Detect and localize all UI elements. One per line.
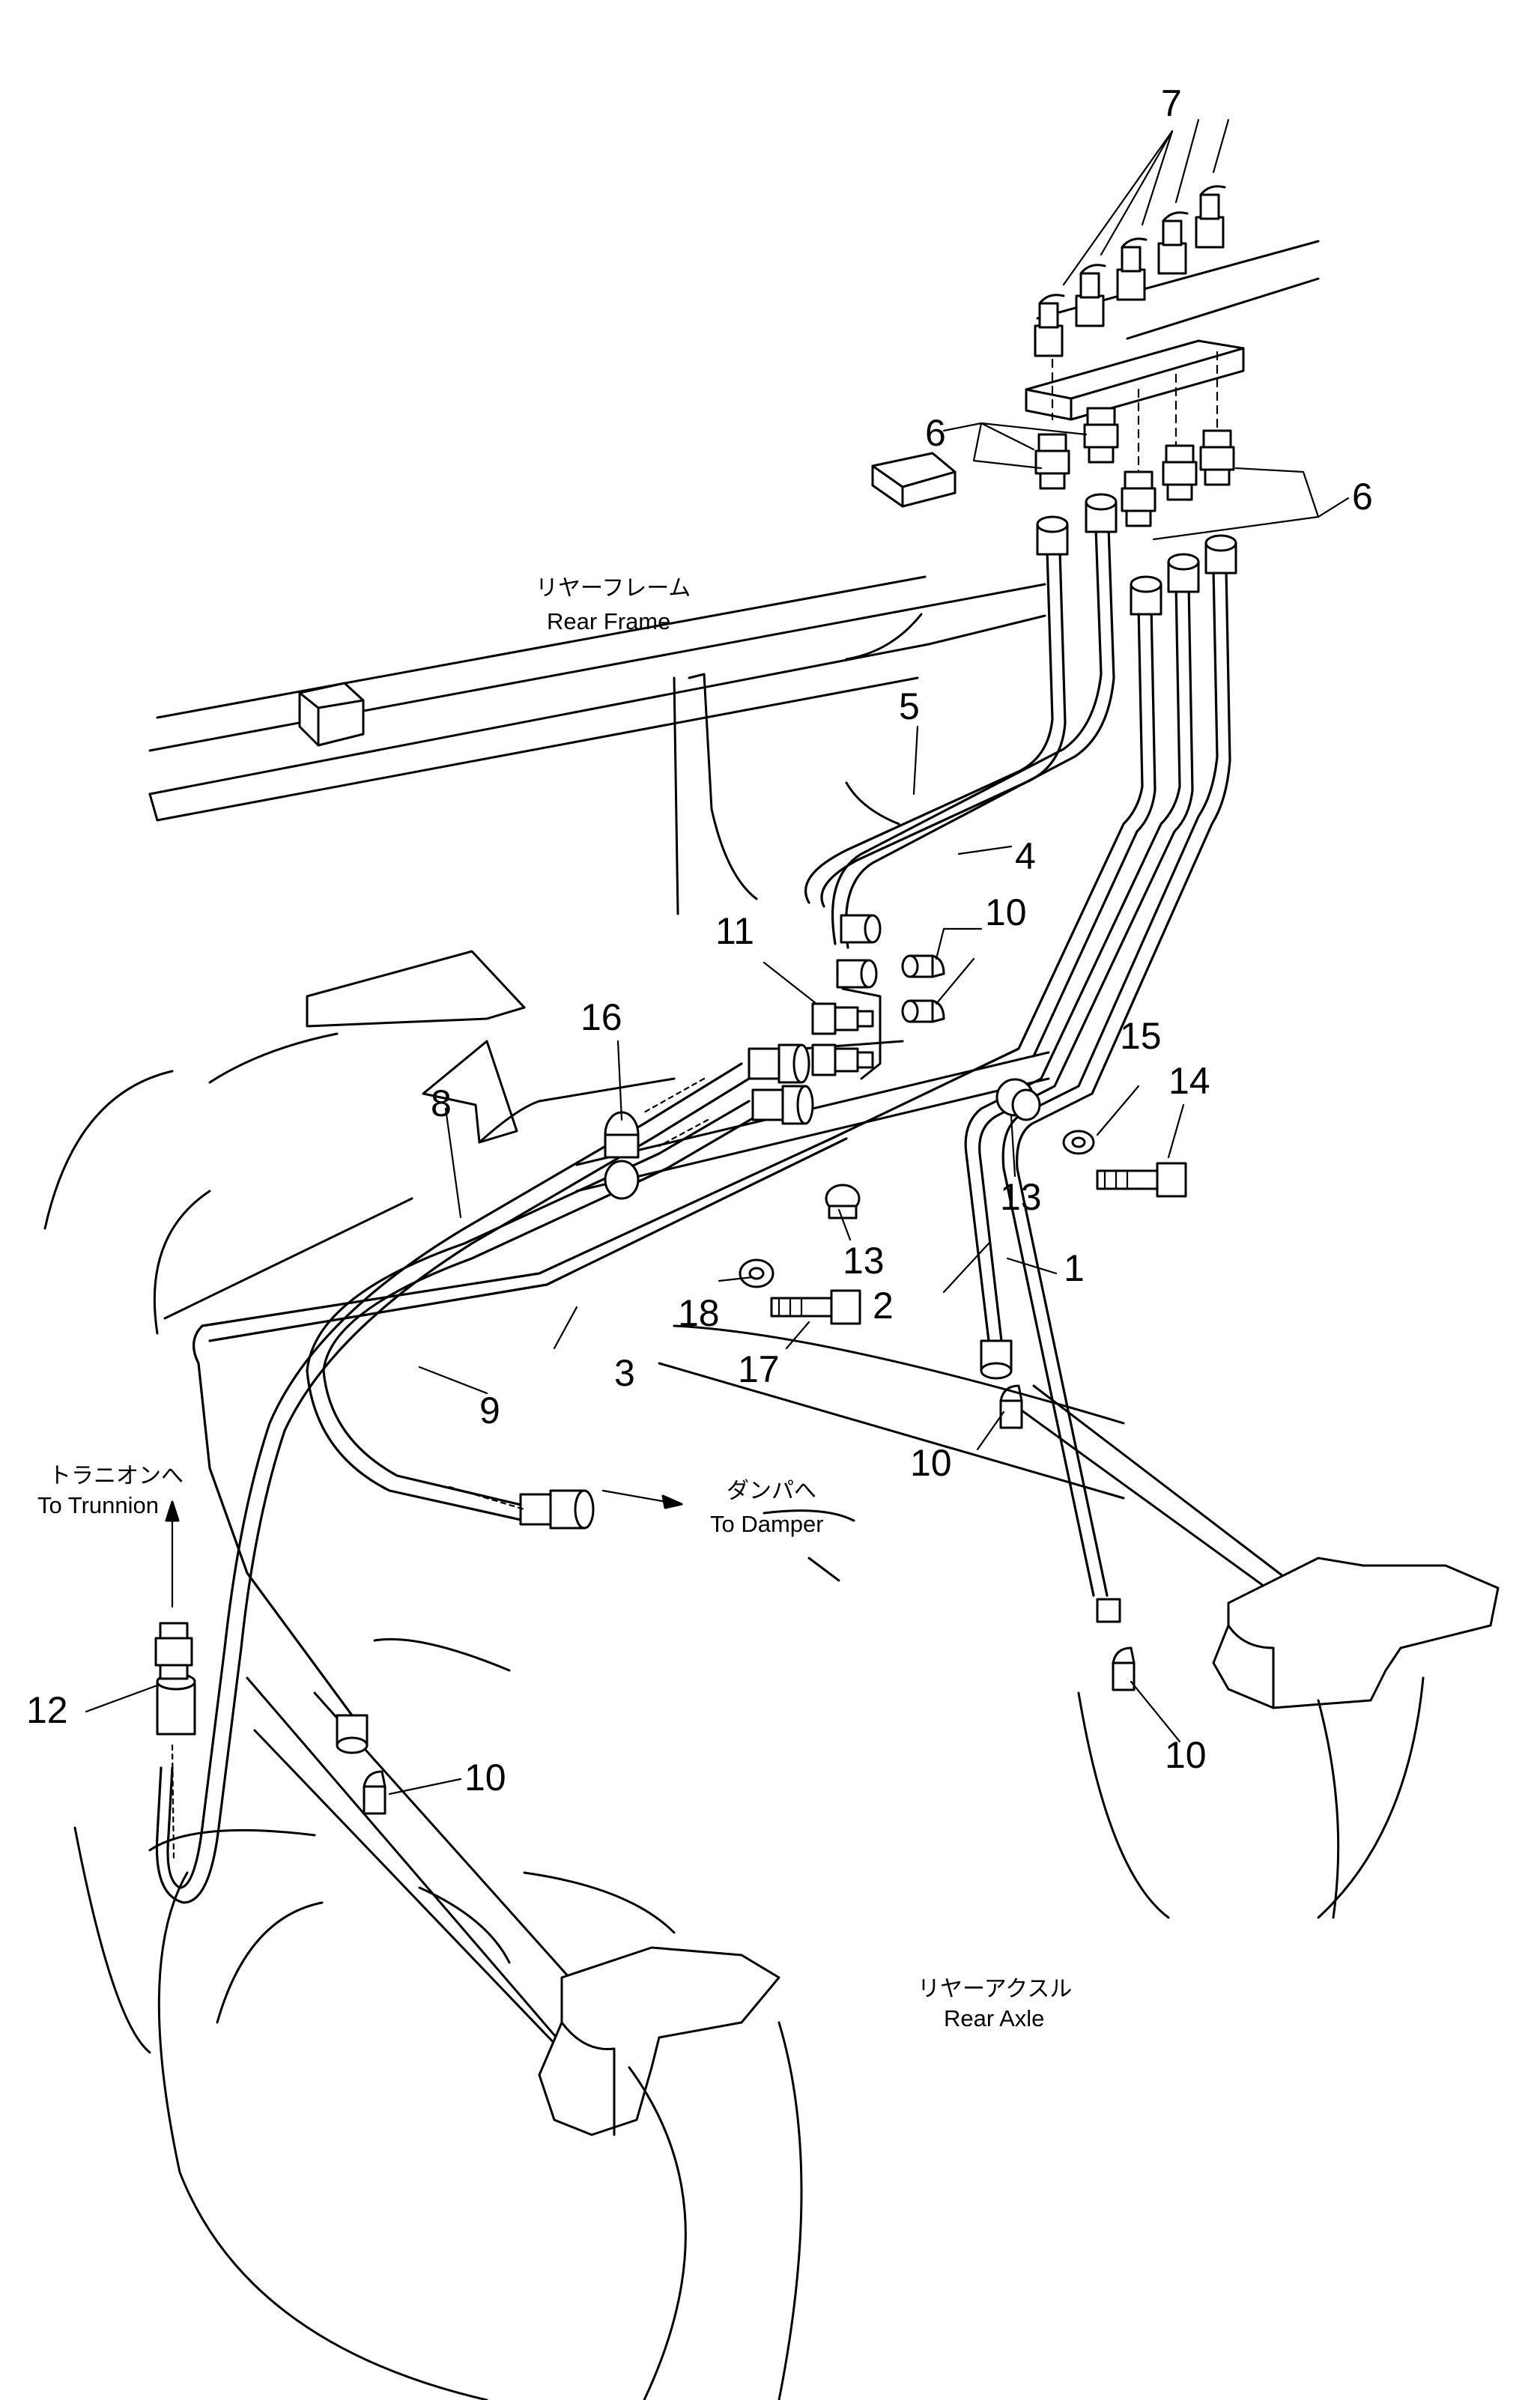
to-trunnion-label-jp: トラニオンへ [49, 1463, 184, 1489]
callout-12: 12 [26, 1689, 68, 1731]
callout-3: 3 [614, 1352, 635, 1394]
connector-12 [154, 1622, 193, 1680]
callout-6b: 6 [1352, 476, 1373, 518]
rear-frame-label-jp: リヤーフレーム [536, 575, 691, 601]
to-trunnion-label-en: To Trunnion [37, 1492, 159, 1518]
callout-11: 11 [715, 910, 754, 952]
callout-7: 7 [1161, 82, 1182, 124]
callout-10a: 10 [985, 891, 1027, 933]
callout-13a: 13 [1000, 1176, 1042, 1218]
connector-fittings-6 [942, 407, 1350, 541]
callout-14: 14 [1168, 1060, 1210, 1102]
callout-6a: 6 [925, 412, 946, 454]
elbows-10 [363, 927, 1136, 1815]
callout-2: 2 [873, 1285, 894, 1327]
direction-arrows [165, 1489, 683, 1608]
rear-frame-label-en: Rear Frame [547, 608, 670, 634]
callout-10d: 10 [464, 1757, 506, 1799]
callout-5: 5 [899, 685, 920, 727]
rear-axle [73, 1324, 1500, 2400]
hoses [155, 1043, 814, 1904]
rear-frame [148, 240, 1320, 915]
leader-lines [85, 725, 1185, 1796]
grease-pipes [192, 493, 1237, 1754]
callout-10c: 10 [1165, 1734, 1207, 1776]
connectors-11 [763, 961, 882, 1080]
to-damper-label-en: To Damper [710, 1511, 824, 1537]
callout-4: 4 [1015, 835, 1036, 877]
callout-8: 8 [431, 1082, 452, 1124]
bolts [770, 1162, 1187, 1325]
rear-axle-label-en: Rear Axle [944, 2005, 1044, 2031]
rear-axle-label-jp: リヤーアクスル [918, 1976, 1072, 2002]
to-damper-label-jp: ダンパへ [727, 1478, 816, 1504]
callout-15: 15 [1120, 1015, 1162, 1057]
washers [739, 1130, 1095, 1288]
callout-10b: 10 [910, 1442, 952, 1484]
callout-1: 1 [1064, 1247, 1085, 1289]
callout-9: 9 [479, 1390, 500, 1431]
frame-body [43, 950, 1050, 1335]
clamps [604, 1078, 1041, 1219]
callout-numbers: 1 2 3 4 5 6 6 7 8 9 10 10 10 10 11 12 13… [26, 82, 1373, 1799]
callout-13b: 13 [843, 1240, 885, 1282]
callout-18: 18 [678, 1292, 720, 1334]
elbow-fittings-7 [1034, 118, 1230, 496]
text-labels: リヤーフレーム Rear Frame トラニオンへ To Trunnion ダン… [37, 575, 1072, 2031]
callout-16: 16 [580, 996, 622, 1038]
callout-17: 17 [738, 1348, 780, 1390]
